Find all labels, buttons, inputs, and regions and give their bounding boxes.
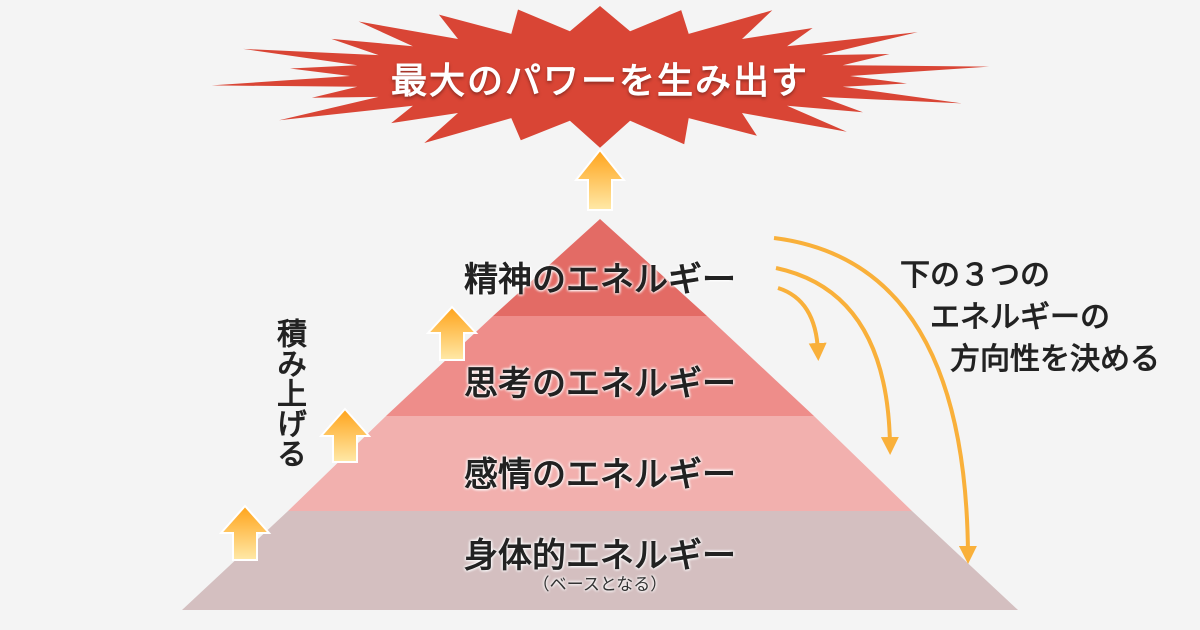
burst-title: 最大のパワーを生み出す xyxy=(390,61,809,102)
up-arrow-4 xyxy=(425,305,479,361)
up-arrow-2 xyxy=(218,504,272,561)
up-arrow-top xyxy=(573,148,627,211)
layer-emotion xyxy=(288,416,912,511)
burst-shape xyxy=(211,6,990,148)
up-arrow-3 xyxy=(318,407,372,463)
curve-arrow-short xyxy=(777,286,827,361)
right-note-line2: エネルギーの xyxy=(930,300,1110,335)
right-note-line3: 方向性を決める xyxy=(950,342,1160,377)
right-note-line1: 下の３つの xyxy=(900,258,1050,293)
layer-label-spirit: 精神のエネルギー xyxy=(464,260,736,300)
side-label: 積み上げる xyxy=(271,318,306,468)
layer-label-body: 身体的エネルギー xyxy=(464,536,736,576)
layer-thought xyxy=(386,316,814,416)
layer-label-thought: 思考のエネルギー xyxy=(464,364,736,404)
curve-arrow-long xyxy=(773,236,977,564)
layer-spirit xyxy=(493,219,707,316)
layer-body xyxy=(182,511,1018,610)
base-note: （ベースとなる） xyxy=(532,575,668,595)
curve-arrow-mid xyxy=(775,266,899,455)
layer-label-emotion: 感情のエネルギー xyxy=(464,455,736,495)
